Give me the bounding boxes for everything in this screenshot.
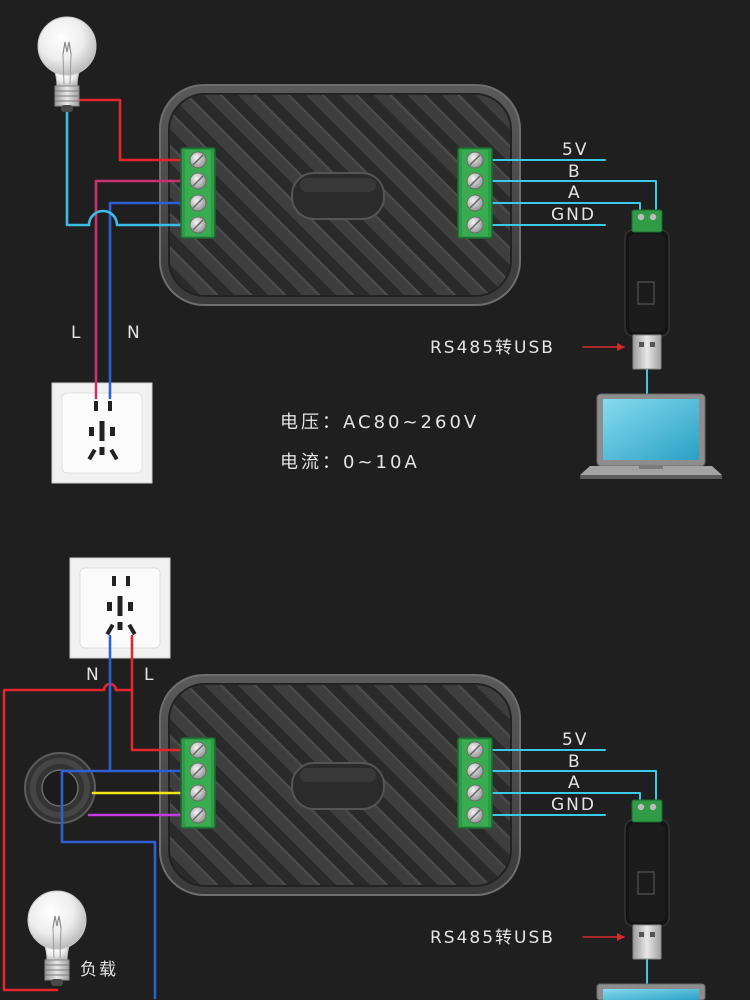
converter-label-top: RS485转USB — [430, 338, 555, 358]
top-diagram: 5V B A GND RS485转USB L N 电压：AC80~260V 电流… — [37, 16, 723, 484]
voltage-spec: 电压：AC80~260V — [280, 412, 479, 433]
pin-label-5v-bottom: 5V — [562, 730, 588, 750]
pin-label-gnd-bottom: GND — [551, 795, 596, 815]
rs485-terminal-block-top — [457, 147, 493, 239]
live-wire-bottom — [130, 634, 192, 752]
wall-socket-bottom — [69, 557, 171, 659]
current-spec: 电流：0~10A — [280, 452, 420, 473]
bus-b-wire-bottom — [477, 770, 657, 805]
power-terminal-block-top — [180, 147, 216, 239]
socket-live-wire-top — [94, 179, 192, 400]
live-wire-top — [77, 98, 192, 162]
load-live-wire-bottom — [2, 682, 134, 992]
load-label: 负载 — [80, 960, 118, 980]
rs485-terminal-block-bottom — [457, 737, 493, 829]
laptop-bottom — [596, 983, 706, 1000]
live-label-top: L — [71, 323, 82, 343]
lamp-return-wire-top — [65, 108, 192, 227]
neutral-wire-top — [108, 201, 192, 400]
neutral-label-top: N — [127, 323, 142, 343]
pin-label-b-top: B — [568, 162, 582, 182]
current-transformer-ring — [25, 753, 95, 823]
pin-label-a-bottom: A — [568, 773, 582, 793]
neutral-label-bottom: N — [86, 665, 101, 685]
pin-label-gnd-top: GND — [551, 205, 596, 225]
laptop-top — [579, 393, 723, 480]
pin-label-5v-top: 5V — [562, 140, 588, 160]
bottom-diagram: 5V B A GND RS485转USB N L 负载 — [2, 557, 706, 1000]
neutral-wire-bottom — [60, 634, 192, 1000]
pin-label-b-bottom: B — [568, 752, 582, 772]
pin-label-a-top: A — [568, 183, 582, 203]
power-terminal-block-bottom — [180, 737, 216, 829]
converter-label-bottom: RS485转USB — [430, 928, 555, 948]
wall-socket-top — [51, 382, 153, 484]
live-label-bottom: L — [144, 665, 155, 685]
bus-b-wire-top — [477, 180, 657, 215]
